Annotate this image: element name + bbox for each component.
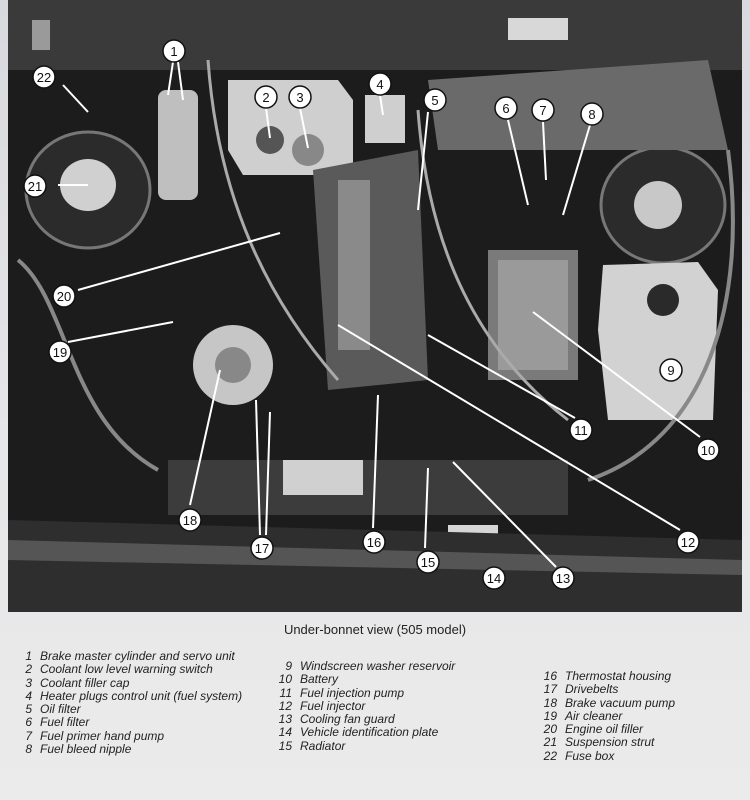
callout-17: 17 [250, 536, 274, 560]
svg-text:4: 4 [376, 77, 383, 92]
svg-text:15: 15 [421, 555, 435, 570]
callout-13: 13 [551, 566, 575, 590]
callout-6: 6 [494, 96, 518, 120]
svg-text:9: 9 [667, 363, 674, 378]
engine-bay-photo: 1 2 3 4 5 6 7 8 9 10 11 12 13 14 15 16 1… [8, 0, 742, 612]
callout-4: 4 [368, 72, 392, 96]
svg-text:7: 7 [539, 103, 546, 118]
callout-1: 1 [162, 39, 186, 63]
svg-text:14: 14 [487, 571, 501, 586]
callout-10: 10 [696, 438, 720, 462]
svg-text:3: 3 [296, 90, 303, 105]
callout-9: 9 [659, 358, 683, 382]
svg-text:18: 18 [183, 513, 197, 528]
svg-text:21: 21 [28, 179, 42, 194]
svg-text:20: 20 [57, 289, 71, 304]
svg-text:1: 1 [170, 44, 177, 59]
callout-16: 16 [362, 530, 386, 554]
callout-19: 19 [48, 340, 72, 364]
svg-text:8: 8 [588, 107, 595, 122]
callout-7: 7 [531, 98, 555, 122]
figure-caption: Under-bonnet view (505 model) [283, 622, 467, 637]
callout-11: 11 [569, 418, 593, 442]
callout-2: 2 [254, 85, 278, 109]
callout-3: 3 [288, 85, 312, 109]
callout-15: 15 [416, 550, 440, 574]
callout-18: 18 [178, 508, 202, 532]
svg-text:17: 17 [255, 541, 269, 556]
svg-text:10: 10 [701, 443, 715, 458]
svg-text:2: 2 [262, 90, 269, 105]
callout-21: 21 [23, 174, 47, 198]
callout-14: 14 [482, 566, 506, 590]
svg-text:19: 19 [53, 345, 67, 360]
svg-text:11: 11 [574, 423, 588, 438]
svg-text:22: 22 [37, 70, 51, 85]
callout-12: 12 [676, 530, 700, 554]
callout-20: 20 [52, 284, 76, 308]
svg-text:12: 12 [681, 535, 695, 550]
callout-5: 5 [423, 88, 447, 112]
svg-text:16: 16 [367, 535, 381, 550]
svg-text:6: 6 [502, 101, 509, 116]
svg-text:5: 5 [431, 93, 438, 108]
svg-text:13: 13 [556, 571, 570, 586]
callout-22: 22 [32, 65, 56, 89]
callout-8: 8 [580, 102, 604, 126]
